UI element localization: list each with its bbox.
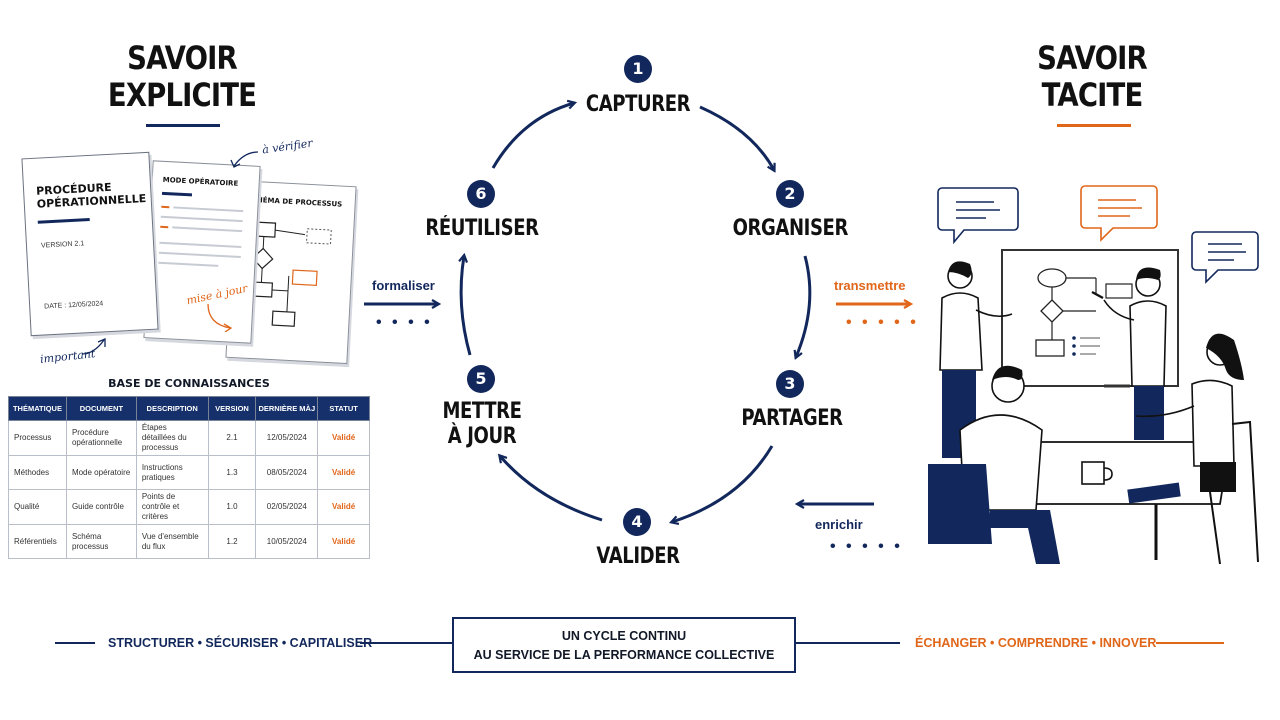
step-label-share: PARTAGER — [741, 406, 843, 431]
column-header: THÉMATIQUE — [8, 396, 67, 421]
arrow-capture-to-organize — [699, 105, 774, 170]
dots-enrich: • • • • • — [830, 538, 903, 555]
arrow-organize-to-share — [796, 255, 812, 357]
speech-bubble-icon — [937, 187, 1019, 245]
footer-right-connector — [796, 642, 900, 644]
footer-center-line1: UN CYCLE CONTINU — [561, 629, 687, 643]
footer-right-keywords: ÉCHANGER • COMPRENDRE • INNOVER — [915, 636, 1157, 650]
step-number-6: 6 — [467, 180, 495, 208]
speech-bubble-icon — [1080, 185, 1158, 242]
speech-bubble-icon — [1191, 231, 1259, 284]
column-header: STATUT — [317, 396, 370, 421]
step-number-2: 2 — [776, 180, 804, 208]
footer-center-line2: AU SERVICE DE LA PERFORMANCE COLLECTIVE — [473, 648, 775, 662]
team-meeting-illustration — [928, 185, 1259, 565]
step-label-reuse: RÉUTILISER — [425, 216, 539, 241]
tacit-title-line2: TACITE — [1041, 76, 1144, 114]
knowledge-base-table: THÉMATIQUE DOCUMENT DESCRIPTION VERSION … — [8, 396, 370, 559]
step-number-5: 5 — [467, 365, 495, 393]
step-number-4: 4 — [623, 508, 651, 536]
step-label-organize: ORGANISER — [732, 216, 849, 241]
explicit-title-underline — [146, 124, 220, 127]
flow-label-enrich: enrichir — [815, 517, 863, 532]
arrow-share-to-validate — [672, 445, 774, 522]
step-label-capture: CAPTURER — [585, 92, 691, 117]
flow-label-formalize: formaliser — [372, 278, 435, 293]
tacit-knowledge-title: SAVOIR TACITE — [1021, 40, 1162, 114]
step-number-3: 3 — [776, 370, 804, 398]
knowledge-base-title: BASE DE CONNAISSANCES — [108, 377, 270, 390]
footer-left-connector — [360, 642, 452, 644]
status-badge: Validé — [317, 489, 370, 525]
documents-illustration: SCHÉMA DE PROCESSUS MODE OPÉRATOIRE — [18, 145, 363, 365]
process-schema-document: SCHÉMA DE PROCESSUS — [225, 179, 357, 365]
column-header: DERNIÈRE MÀJ — [255, 396, 319, 421]
tacit-title-underline — [1057, 124, 1131, 127]
table-row: Processus Procédure opérationnelle Étape… — [8, 420, 370, 456]
arrow-reuse-to-capture — [491, 103, 574, 169]
arrow-update-to-reuse — [461, 256, 472, 356]
column-header: VERSION — [207, 396, 257, 421]
explicit-title-line2: EXPLICITE — [107, 76, 257, 114]
footer-right-line — [1156, 642, 1224, 644]
status-badge: Validé — [317, 524, 370, 559]
curved-arrow-icon — [207, 303, 233, 332]
curved-arrow-icon — [230, 151, 259, 168]
table-row: Référentiels Schéma processus Vue d'ense… — [8, 524, 370, 559]
dots-formalize: • • • • — [376, 314, 433, 331]
dots-transmit: • • • • • — [846, 314, 919, 331]
step-label-update: METTRE À JOUR — [425, 399, 540, 449]
curved-arrow-icon — [81, 338, 106, 355]
status-badge: Validé — [317, 420, 370, 456]
flow-label-transmit: transmettre — [834, 278, 906, 293]
flowchart-icon — [247, 221, 332, 327]
step-label-update-line2: À JOUR — [447, 424, 517, 449]
explicit-knowledge-title: SAVOIR EXPLICITE — [98, 40, 267, 114]
column-header: DESCRIPTION — [135, 396, 209, 421]
tacit-title-line1: SAVOIR — [1037, 39, 1148, 77]
step-label-update-line1: METTRE — [442, 399, 522, 424]
explicit-title-line1: SAVOIR — [127, 39, 238, 77]
footer-center-box: UN CYCLE CONTINU AU SERVICE DE LA PERFOR… — [452, 617, 796, 673]
arrow-validate-to-update — [500, 456, 603, 522]
footer-left-line — [55, 642, 95, 644]
step-label-validate: VALIDER — [596, 544, 680, 569]
step-number-1: 1 — [624, 55, 652, 83]
footer-left-keywords: STRUCTURER • SÉCURISER • CAPITALISER — [108, 636, 373, 650]
